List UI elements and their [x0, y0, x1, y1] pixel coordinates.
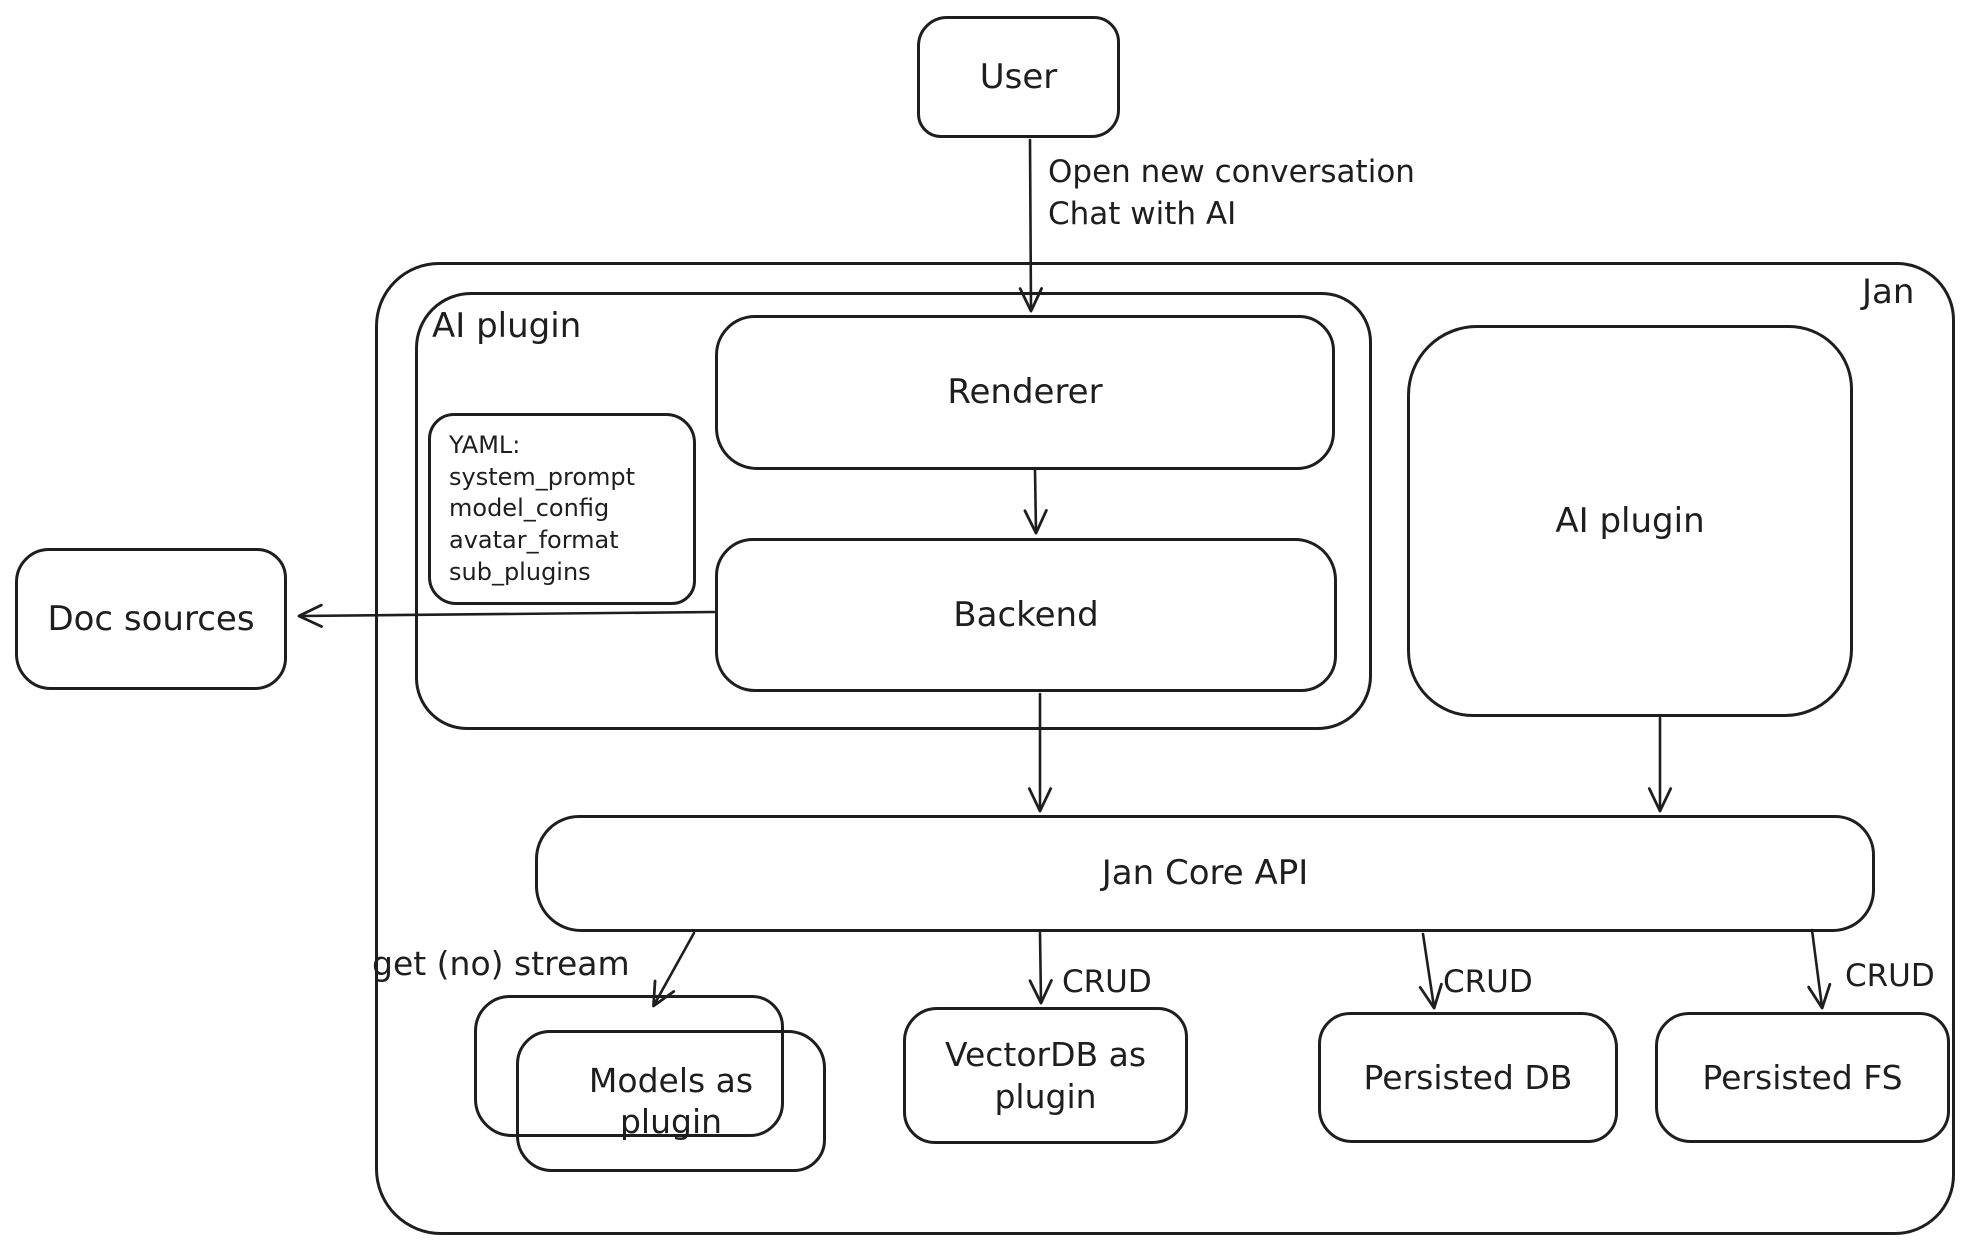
yaml-note-line: avatar_format [449, 526, 619, 555]
ai-plugin-container [415, 292, 1372, 730]
yaml-note-line: YAML: [449, 431, 521, 459]
backend-node: Backend [715, 538, 1337, 692]
models-as-plugin-node-label: Models as plugin [588, 1060, 754, 1141]
doc-sources-node-label: Doc sources [47, 598, 255, 639]
persisted-fs-node-label: Persisted FS [1702, 1057, 1903, 1097]
renderer-node-label: Renderer [947, 372, 1103, 413]
edge-label-user-to-renderer: Open new conversation Chat with AI [1048, 152, 1415, 236]
user-node: User [917, 16, 1120, 138]
ai-plugin-container-label: AI plugin [432, 306, 582, 346]
models-as-plugin-node: Models as plugin [516, 1030, 826, 1172]
ai-plugin-node: AI plugin [1407, 325, 1853, 717]
backend-node-label: Backend [953, 594, 1099, 635]
ai-plugin-node-label: AI plugin [1555, 500, 1705, 541]
edge-label-user-to-renderer-line2: Chat with AI [1048, 195, 1237, 232]
yaml-note: YAML: system_prompt model_config avatar_… [428, 413, 696, 605]
renderer-node: Renderer [715, 315, 1335, 470]
persisted-db-node-label: Persisted DB [1363, 1057, 1573, 1097]
edge-label-crud-persisted-db: CRUD [1443, 964, 1533, 1000]
yaml-note-line: model_config [449, 494, 610, 523]
yaml-note-line: sub_plugins [449, 557, 591, 586]
yaml-note-line: system_prompt [449, 462, 636, 491]
edge-label-get-no-stream: get (no) stream [372, 944, 630, 983]
vectordb-node: VectorDB as plugin [903, 1007, 1188, 1144]
persisted-db-node: Persisted DB [1318, 1012, 1618, 1143]
edge-label-crud-persisted-fs: CRUD [1845, 958, 1935, 994]
doc-sources-node: Doc sources [15, 548, 287, 690]
user-node-label: User [979, 56, 1058, 97]
jan-core-api-node-label: Jan Core API [1101, 853, 1309, 894]
jan-core-api-node: Jan Core API [535, 815, 1875, 932]
models-as-plugin-node-back [474, 995, 784, 1137]
persisted-fs-node: Persisted FS [1655, 1012, 1950, 1143]
edge-label-crud-vectordb: CRUD [1062, 964, 1152, 1000]
jan-container-label: Jan [1862, 272, 1915, 312]
vectordb-node-label: VectorDB as plugin [944, 1035, 1147, 1116]
edge-label-user-to-renderer-line1: Open new conversation [1048, 154, 1415, 190]
jan-container [375, 262, 1955, 1235]
